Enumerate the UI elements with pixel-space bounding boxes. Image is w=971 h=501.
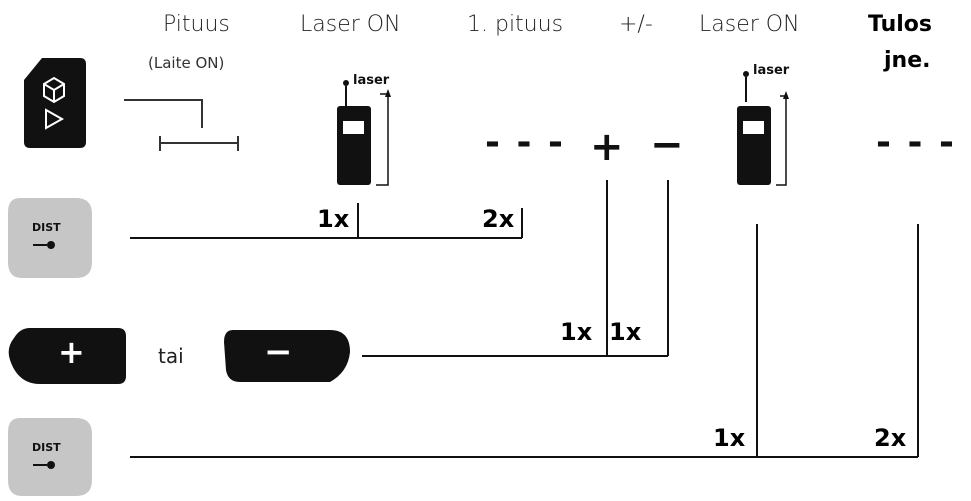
header-jne: jne. xyxy=(884,48,931,73)
dist-key-label-1: DIST xyxy=(32,221,61,234)
header-laser-on-2: Laser ON xyxy=(699,12,800,37)
header-laser-on-1: Laser ON xyxy=(300,12,401,37)
length-dashes: - - - xyxy=(485,122,565,163)
count-1x-laser: 1x xyxy=(317,205,350,233)
length-icon xyxy=(124,99,239,151)
header-plus-minus: +/- xyxy=(619,12,653,37)
header-tulos: Tulos xyxy=(868,12,933,37)
count-1x-laser-2: 1x xyxy=(713,424,746,452)
minus-sign: − xyxy=(650,122,684,168)
dist-key-1 xyxy=(8,198,92,278)
laser-device-icon-2 xyxy=(737,71,789,186)
count-2x-result: 2x xyxy=(874,424,907,452)
count-1x-plus: 1x xyxy=(560,318,593,346)
header-first-length: 1. pituus xyxy=(467,12,564,37)
minus-key-glyph: − xyxy=(264,332,293,372)
plus-sign: + xyxy=(590,124,624,170)
laser-device-icon-1 xyxy=(337,80,391,186)
count-2x-length: 2x xyxy=(482,205,515,233)
tai-label: tai xyxy=(158,344,184,368)
mode-key-icon xyxy=(24,58,86,148)
plus-key xyxy=(8,328,127,384)
header-laite-on: (Laite ON) xyxy=(148,54,225,72)
dist-key-label-2: DIST xyxy=(32,441,61,454)
result-dashes: - - - xyxy=(876,122,956,163)
header-pituus: Pituus xyxy=(163,12,230,37)
laser-label-2: laser xyxy=(753,63,790,78)
count-1x-minus: 1x xyxy=(609,318,642,346)
minus-key xyxy=(224,330,350,382)
laser-label-1: laser xyxy=(353,73,390,88)
plus-key-glyph: + xyxy=(58,333,85,371)
dist-key-2 xyxy=(8,418,92,496)
